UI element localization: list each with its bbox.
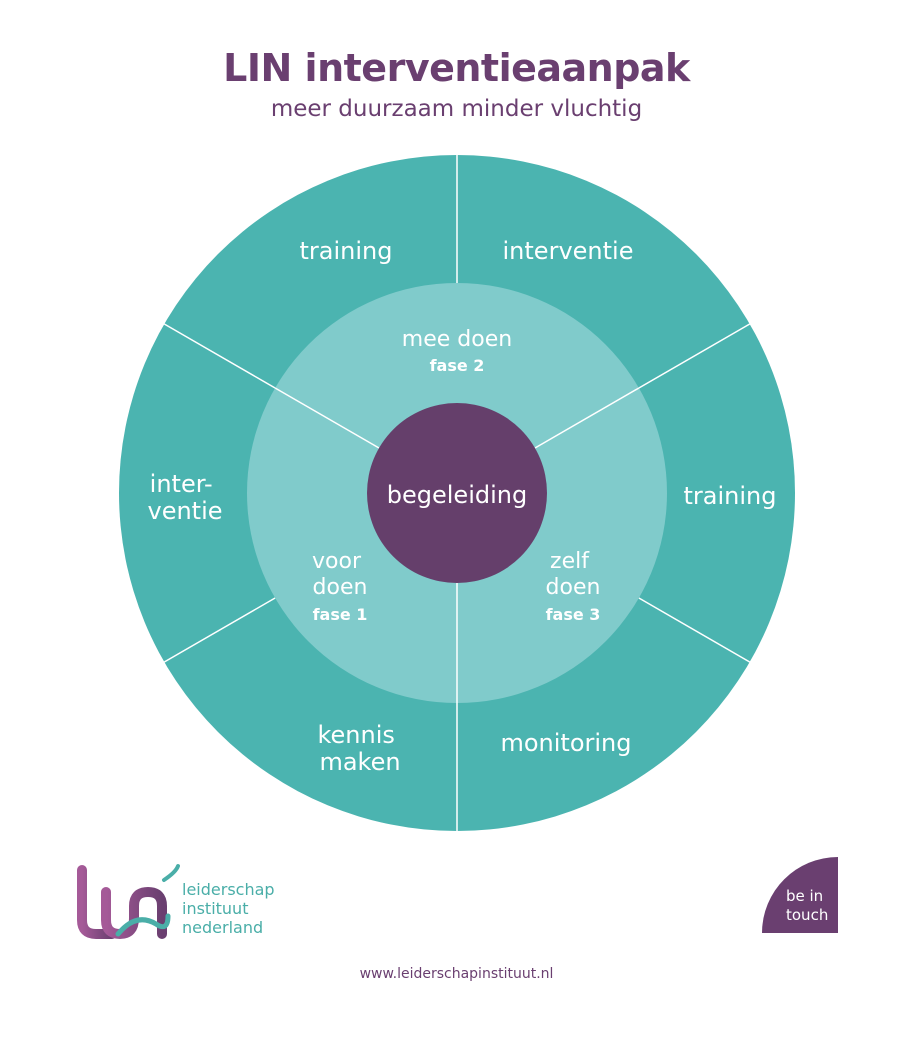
outer-label-kennis-maken: kennis maken — [317, 721, 402, 776]
lin-logo-mark — [77, 864, 180, 940]
outer-label-training-top: training — [300, 237, 393, 265]
outer-divider — [163, 597, 276, 663]
outer-divider — [163, 323, 276, 389]
inner-label-zelf-doen: zelf doen — [546, 549, 601, 600]
inner-label-voor-doen: voor doen — [312, 549, 368, 600]
outer-label-training-right: training — [684, 482, 777, 510]
center-label: begeleiding — [387, 481, 527, 509]
inner-dividers — [274, 387, 640, 703]
logo-line: nederland — [182, 918, 264, 937]
phase-label-fase-2: fase 2 — [430, 356, 485, 375]
touch-line: be in — [786, 887, 824, 905]
inner-label-mee-doen: mee doen — [402, 327, 512, 352]
outer-label-interventie-left: inter- ventie — [147, 470, 222, 525]
center-circle — [367, 403, 547, 583]
logo-line: instituut — [182, 899, 249, 918]
be-in-touch-badge[interactable]: be in touch — [762, 857, 838, 933]
phase-label-fase-1: fase 1 — [313, 605, 368, 624]
lin-logo: leiderschap instituut nederland — [72, 862, 292, 942]
outer-label-monitoring: monitoring — [500, 729, 631, 757]
touch-line: touch — [786, 906, 829, 924]
website-link[interactable]: www.leiderschapinstituut.nl — [359, 966, 554, 982]
outer-dividers — [163, 155, 751, 831]
outer-divider — [638, 323, 751, 389]
outer-divider — [638, 597, 751, 663]
logo-text: leiderschap instituut nederland — [182, 880, 275, 937]
phase-label-fase-3: fase 3 — [546, 605, 601, 624]
logo-line: leiderschap — [182, 880, 275, 899]
outer-label-interventie-top: interventie — [503, 237, 634, 265]
page-subtitle: meer duurzaam minder vluchtig — [270, 96, 643, 122]
inner-divider — [274, 387, 380, 449]
inner-divider — [534, 387, 640, 449]
page-title: LIN interventieaanpak — [223, 46, 690, 90]
